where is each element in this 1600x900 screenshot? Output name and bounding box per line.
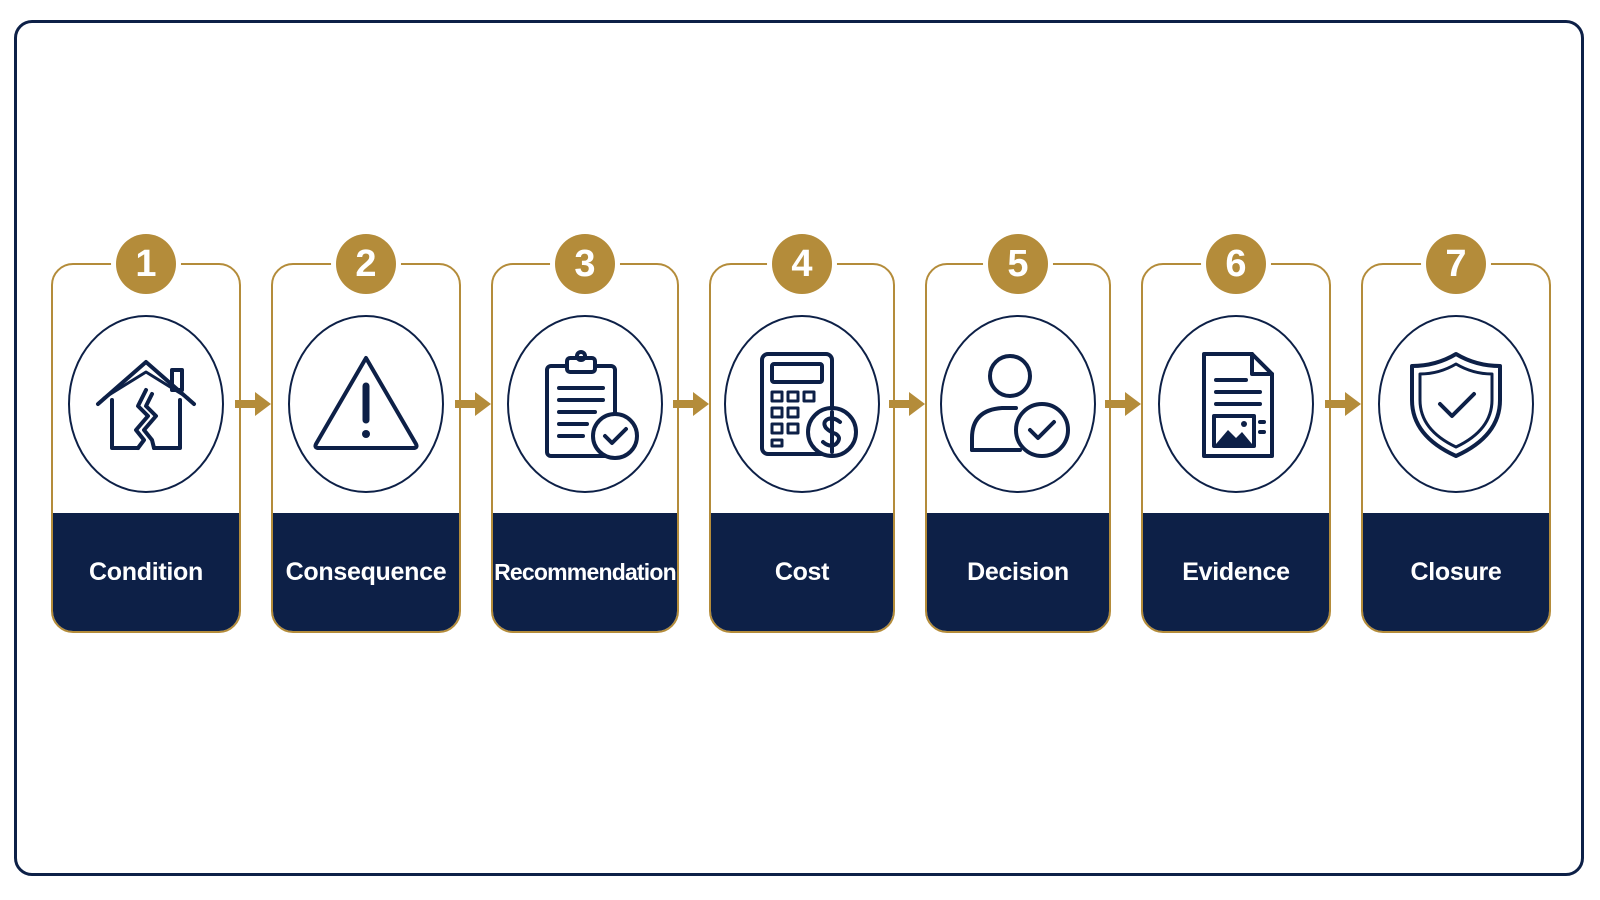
icon-circle xyxy=(1158,315,1314,493)
step-card-closure: Closure xyxy=(1361,263,1551,633)
step-card-decision: Decision xyxy=(925,263,1111,633)
step-number-badge: 4 xyxy=(772,234,832,294)
step-label: Recommendation xyxy=(493,513,677,631)
step-number-badge: 2 xyxy=(336,234,396,294)
clipboard-check-icon xyxy=(525,344,645,464)
step-label: Cost xyxy=(711,513,893,631)
cracked-house-icon xyxy=(86,344,206,464)
arrow-right-icon xyxy=(1105,389,1143,419)
arrow-right-icon xyxy=(1325,389,1363,419)
step-card-consequence: Consequence xyxy=(271,263,461,633)
shield-check-icon xyxy=(1396,344,1516,464)
arrow-right-icon xyxy=(673,389,711,419)
step-number-badge: 1 xyxy=(116,234,176,294)
step-label: Consequence xyxy=(273,513,459,631)
calculator-dollar-icon xyxy=(742,344,862,464)
arrow-right-icon xyxy=(235,389,273,419)
step-number-badge: 5 xyxy=(988,234,1048,294)
arrow-right-icon xyxy=(455,389,493,419)
icon-circle xyxy=(507,315,663,493)
step-label: Closure xyxy=(1363,513,1549,631)
step-card-evidence: Evidence xyxy=(1141,263,1331,633)
icon-circle xyxy=(724,315,880,493)
icon-circle xyxy=(68,315,224,493)
warning-triangle-icon xyxy=(306,344,426,464)
step-number-badge: 7 xyxy=(1426,234,1486,294)
step-number-badge: 3 xyxy=(555,234,615,294)
step-card-recommendation: Recommendation xyxy=(491,263,679,633)
icon-circle xyxy=(1378,315,1534,493)
step-label: Condition xyxy=(53,513,239,631)
icon-circle xyxy=(288,315,444,493)
step-label: Decision xyxy=(927,513,1109,631)
step-label: Evidence xyxy=(1143,513,1329,631)
step-card-cost: Cost xyxy=(709,263,895,633)
icon-circle xyxy=(940,315,1096,493)
person-check-icon xyxy=(958,344,1078,464)
step-number-badge: 6 xyxy=(1206,234,1266,294)
step-card-condition: Condition xyxy=(51,263,241,633)
document-image-icon xyxy=(1176,344,1296,464)
arrow-right-icon xyxy=(889,389,927,419)
